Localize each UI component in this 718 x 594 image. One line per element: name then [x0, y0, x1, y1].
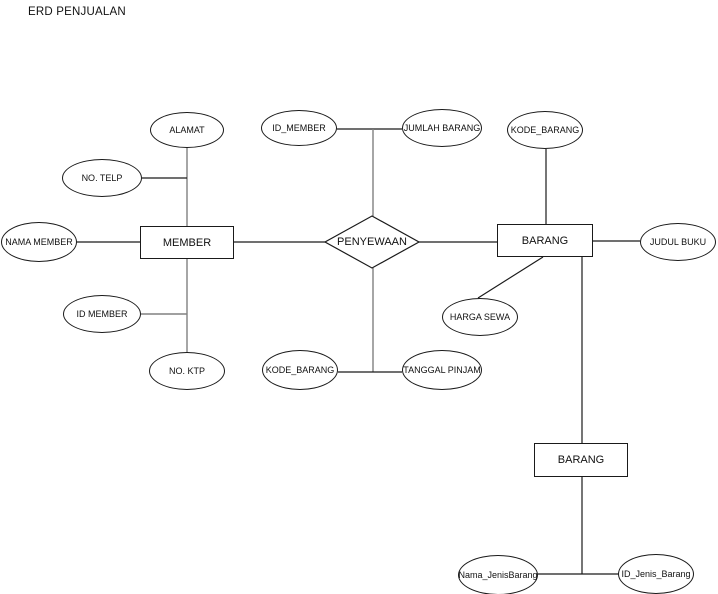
attribute-id-member: ID MEMBER [63, 295, 141, 333]
entity-barang-lower: BARANG [534, 443, 628, 477]
entity-barang-upper: BARANG [497, 224, 593, 257]
relationship-label: PENYEWAAN [337, 236, 407, 248]
connector-barang-hargasewa [477, 256, 544, 299]
attribute-no-telp: NO. TELP [62, 159, 142, 197]
attribute-alamat: ALAMAT [150, 112, 224, 148]
attribute-kode-barang-entity: KODE_BARANG [507, 111, 583, 149]
entity-member: MEMBER [140, 226, 234, 259]
page-title: ERD PENJUALAN [28, 6, 126, 18]
attribute-nama-member: NAMA MEMBER [1, 222, 77, 262]
attribute-id-member-rel: ID_MEMBER [261, 110, 337, 146]
relationship-penyewaan: PENYEWAAN [320, 211, 424, 273]
attribute-judul-buku: JUDUL BUKU [640, 223, 716, 261]
attribute-kode-barang-rel: KODE_BARANG [262, 350, 338, 390]
attribute-jumlah-barang: JUMLAH BARANG [402, 109, 482, 147]
diamond-shape [323, 215, 421, 269]
attribute-harga-sewa: HARGA SEWA [442, 298, 518, 336]
attribute-nama-jenisbarang: Nama_JenisBarang [458, 555, 538, 594]
attribute-tanggal-pinjam: TANGGAL PINJAM [402, 350, 482, 390]
attribute-id-jenis-barang: ID_Jenis_Barang [618, 554, 694, 594]
attribute-no-ktp: NO. KTP [149, 352, 225, 390]
